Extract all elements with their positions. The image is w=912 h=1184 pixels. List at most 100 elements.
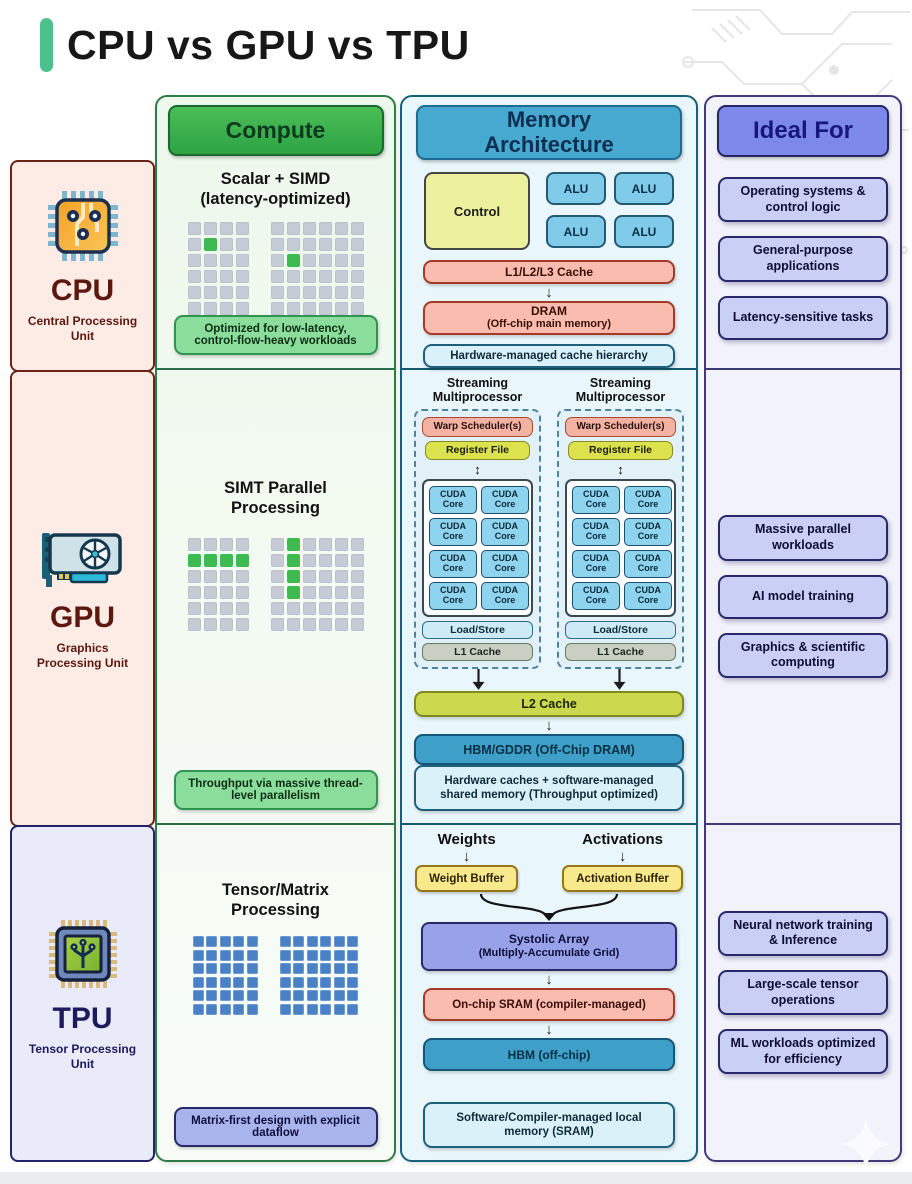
cuda-core-chip: CUDA Core bbox=[481, 517, 529, 546]
ideal-item: General-purpose applications bbox=[718, 236, 888, 282]
grid-cell bbox=[286, 618, 300, 632]
grid-cell bbox=[286, 286, 300, 299]
grid-cell bbox=[334, 270, 348, 283]
grid-cell bbox=[233, 1003, 245, 1015]
streaming-multiprocessor-block: Streaming Multiprocessor Warp Scheduler(… bbox=[557, 374, 684, 669]
grid-cell bbox=[233, 976, 245, 988]
grid-cell bbox=[333, 963, 345, 975]
ideal-for-column: Ideal For Operating systems & control lo… bbox=[704, 95, 902, 1162]
alu-group: ALU ALU ALU ALU bbox=[546, 172, 674, 250]
grid-cell bbox=[192, 936, 204, 948]
grid-cell bbox=[187, 554, 201, 568]
grid-cell bbox=[334, 254, 348, 267]
grid-cell bbox=[293, 976, 305, 988]
memory-column: Memory Architecture Control ALU ALU ALU … bbox=[400, 95, 698, 1162]
grid-cell bbox=[306, 976, 318, 988]
grid-cell bbox=[334, 570, 348, 584]
cpu-label: CPU bbox=[50, 274, 115, 307]
tpu-ideal-cell: Neural network training & Inference Larg… bbox=[706, 825, 900, 1160]
grid-cell bbox=[233, 936, 245, 948]
ideal-item: ML workloads optimized for efficiency bbox=[718, 1029, 888, 1075]
grid-cell bbox=[219, 538, 233, 552]
tpu-hbm-bar: HBM (off-chip) bbox=[423, 1038, 675, 1071]
grid-cell bbox=[233, 963, 245, 975]
grid-cell bbox=[333, 990, 345, 1002]
cuda-core-chip: CUDA Core bbox=[572, 581, 620, 610]
grid-cell bbox=[270, 302, 284, 315]
grid-cell bbox=[306, 936, 318, 948]
grid-cell bbox=[293, 963, 305, 975]
up-down-arrow-icon: ↕ bbox=[474, 461, 481, 477]
grid-cell bbox=[350, 222, 364, 235]
grid-cell bbox=[334, 586, 348, 600]
memory-column-header: Memory Architecture bbox=[416, 105, 682, 161]
grid-cell bbox=[302, 302, 316, 315]
grid-cell bbox=[187, 586, 201, 600]
systolic-array-box: Systolic Array (Multiply-Accumulate Grid… bbox=[421, 922, 677, 971]
grid-cell bbox=[279, 990, 291, 1002]
grid-cell bbox=[270, 286, 284, 299]
grid-cell bbox=[350, 602, 364, 616]
grid-cell bbox=[203, 254, 217, 267]
grid-cell bbox=[235, 554, 249, 568]
bottom-band-decoration bbox=[0, 1172, 912, 1184]
grid-cell bbox=[187, 286, 201, 299]
register-file-box: Register File bbox=[568, 440, 673, 460]
grid-cell bbox=[318, 538, 332, 552]
grid-cell bbox=[306, 963, 318, 975]
sm-title: Streaming Multiprocessor bbox=[432, 376, 523, 405]
grid-cell bbox=[286, 302, 300, 315]
grid-cell bbox=[286, 586, 300, 600]
ideal-item: Latency-sensitive tasks bbox=[718, 295, 888, 340]
grid-cell bbox=[320, 976, 332, 988]
alu-box: ALU bbox=[614, 172, 674, 206]
grid-cell bbox=[350, 554, 364, 568]
grid-cell bbox=[302, 586, 316, 600]
grid-cell bbox=[246, 976, 258, 988]
register-file-box: Register File bbox=[425, 440, 530, 460]
grid-cell bbox=[333, 976, 345, 988]
grid-cell bbox=[334, 602, 348, 616]
tpu-memory-caption: Software/Compiler-managed local memory (… bbox=[423, 1102, 675, 1148]
grid-cell bbox=[286, 570, 300, 584]
grid-cell bbox=[270, 602, 284, 616]
grid-cell bbox=[350, 586, 364, 600]
grid-cell bbox=[318, 602, 332, 616]
l1-cache-box: L1 Cache bbox=[422, 642, 533, 661]
tensor-grid bbox=[279, 936, 359, 1015]
grid-cell bbox=[246, 936, 258, 948]
title-accent-bar bbox=[40, 18, 53, 72]
cuda-core-chip: CUDA Core bbox=[572, 549, 620, 578]
cuda-core-chip: CUDA Core bbox=[624, 517, 672, 546]
grid-cell bbox=[187, 270, 201, 283]
grid-cell bbox=[306, 990, 318, 1002]
grid-cell bbox=[203, 538, 217, 552]
grid-cell bbox=[302, 570, 316, 584]
gpu-card-icon bbox=[41, 532, 122, 587]
tpu-row-label: TPU Tensor Processing Unit bbox=[10, 825, 155, 1162]
grid-cell bbox=[203, 286, 217, 299]
page-header: CPU vs GPU vs TPU bbox=[40, 18, 470, 72]
ideal-item: Neural network training & Inference bbox=[718, 910, 888, 956]
simd-grid bbox=[187, 222, 249, 315]
cpu-sublabel: Central Processing Unit bbox=[27, 314, 138, 343]
grid-cell bbox=[270, 618, 284, 632]
grid-cell bbox=[219, 990, 231, 1002]
grid-cell bbox=[318, 618, 332, 632]
grid-cell bbox=[320, 949, 332, 961]
grid-cell bbox=[235, 570, 249, 584]
ideal-item: AI model training bbox=[718, 574, 888, 619]
streaming-multiprocessor-block: Streaming Multiprocessor Warp Scheduler(… bbox=[414, 374, 541, 669]
grid-cell bbox=[219, 586, 233, 600]
grid-cell bbox=[270, 222, 284, 235]
cpu-compute-caption: Optimized for low-latency, control-flow-… bbox=[173, 315, 378, 355]
activation-buffer-box: Activation Buffer bbox=[562, 865, 683, 892]
cpu-compute-heading: Scalar + SIMD (latency-optimized) bbox=[200, 169, 351, 208]
simd-grid bbox=[270, 222, 364, 315]
grid-cell bbox=[270, 270, 284, 283]
grid-cell bbox=[318, 254, 332, 267]
cpu-compute-grids bbox=[187, 222, 364, 315]
grid-cell bbox=[350, 570, 364, 584]
grid-cell bbox=[293, 949, 305, 961]
